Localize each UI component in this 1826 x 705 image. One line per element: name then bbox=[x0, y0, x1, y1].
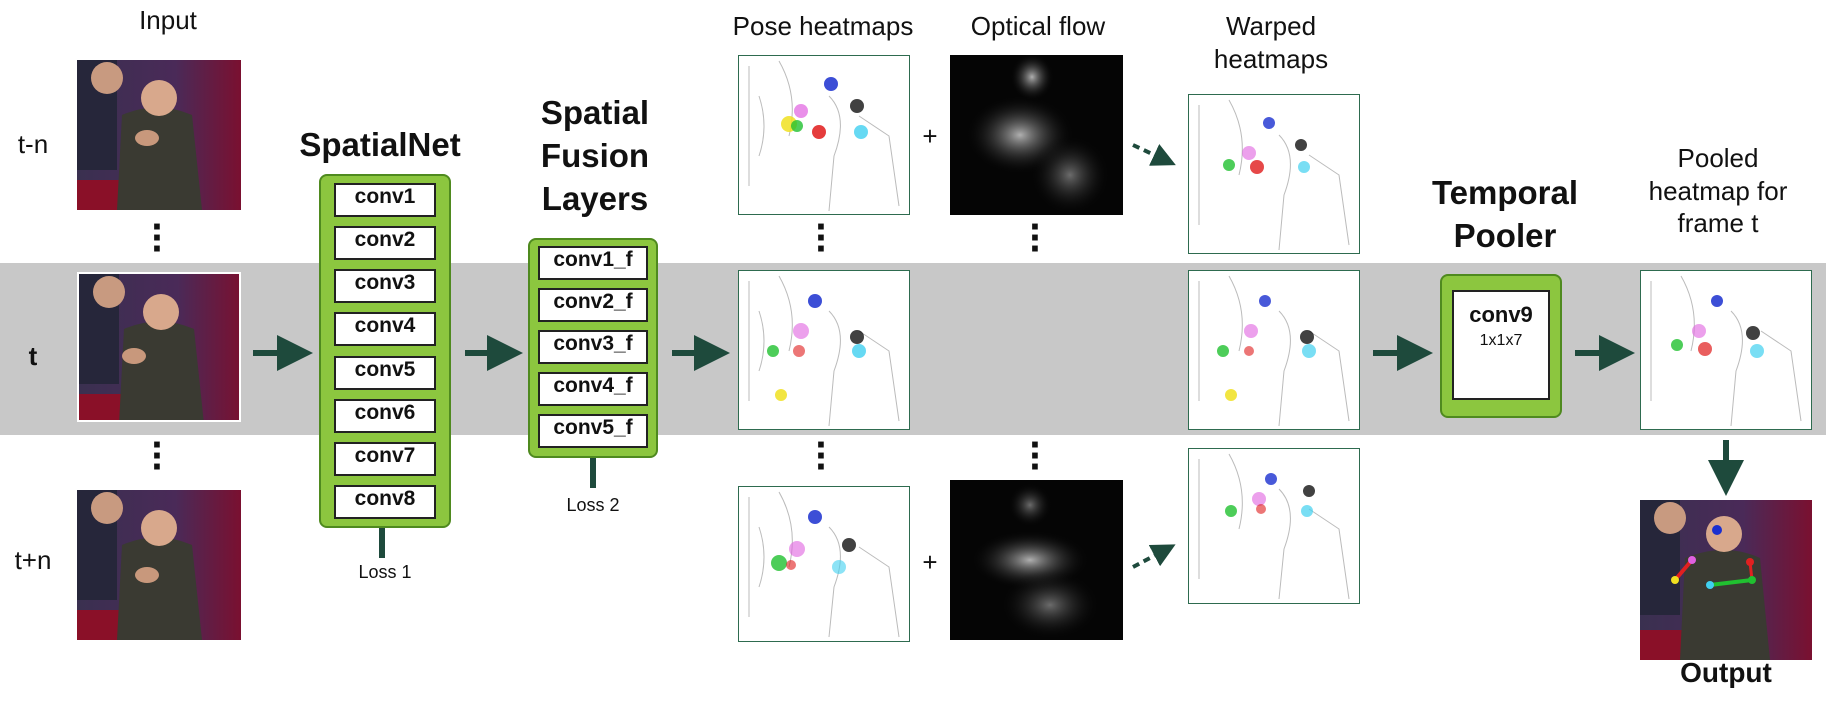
loss1-label: Loss 1 bbox=[358, 562, 412, 582]
optical-flow-t-minus-n bbox=[950, 55, 1123, 215]
spatialnet-layer: conv3 bbox=[334, 269, 436, 303]
input-frame-t-minus-n bbox=[77, 60, 241, 210]
output-label: Output bbox=[1680, 657, 1772, 688]
loss1-connector bbox=[379, 528, 385, 558]
pooled-heatmap bbox=[1640, 270, 1812, 430]
warped-heatmap-t bbox=[1188, 270, 1360, 430]
spatialnet-title: SpatialNet bbox=[299, 126, 461, 163]
plus-sign-bottom: + bbox=[922, 547, 938, 577]
fusion-block: conv1_f conv2_f conv3_f conv4_f conv5_f bbox=[528, 238, 658, 458]
fusion-layer: conv5_f bbox=[538, 414, 648, 448]
fusion-layer: conv1_f bbox=[538, 246, 648, 280]
loss2-label: Loss 2 bbox=[566, 495, 620, 515]
spatialnet-layer: conv7 bbox=[334, 442, 436, 476]
input-header: Input bbox=[139, 5, 197, 35]
temporal-pooler-title: Temporal Pooler bbox=[1431, 174, 1579, 254]
conv9-label: conv9 bbox=[1469, 302, 1533, 327]
spatialnet-layer: conv1 bbox=[334, 183, 436, 217]
pose-heatmap-t bbox=[738, 270, 910, 430]
row-label-t: t bbox=[28, 341, 38, 371]
optical-flow-t-plus-n bbox=[950, 480, 1123, 640]
row-label-t-plus-n: t+n bbox=[14, 545, 52, 575]
row-label-t-minus-n: t-n bbox=[17, 129, 49, 159]
conv9-box: conv9 1x1x7 bbox=[1452, 290, 1550, 400]
pooled-heatmap-header: Pooled heatmap for frame t bbox=[1648, 143, 1788, 238]
spatialnet-layer: conv5 bbox=[334, 356, 436, 390]
output-pose-image bbox=[1640, 500, 1812, 660]
fusion-title: Spatial Fusion Layers bbox=[540, 94, 650, 217]
warped-heatmap-t-plus-n bbox=[1188, 448, 1360, 604]
fusion-layer: conv3_f bbox=[538, 330, 648, 364]
spatialnet-block: conv1 conv2 conv3 conv4 conv5 conv6 conv… bbox=[319, 174, 451, 528]
warped-heatmaps-header: Warped heatmaps bbox=[1213, 11, 1329, 74]
temporal-pooler-block: conv9 1x1x7 bbox=[1440, 274, 1562, 418]
spatialnet-layer: conv4 bbox=[334, 312, 436, 346]
pose-heatmaps-header: Pose heatmaps bbox=[732, 11, 914, 41]
arrow-warp-bottom bbox=[1132, 544, 1176, 569]
arrow-warp-top bbox=[1132, 143, 1176, 166]
optical-flow-header: Optical flow bbox=[970, 11, 1106, 41]
input-frame-t-plus-n bbox=[77, 490, 241, 640]
spatialnet-layer: conv8 bbox=[334, 485, 436, 519]
fusion-layer: conv2_f bbox=[538, 288, 648, 322]
conv9-size: 1x1x7 bbox=[1479, 332, 1523, 349]
spatialnet-layer: conv6 bbox=[334, 399, 436, 433]
plus-sign-top: + bbox=[922, 121, 938, 151]
fusion-layer: conv4_f bbox=[538, 372, 648, 406]
warped-heatmap-t-minus-n bbox=[1188, 94, 1360, 254]
input-frame-t bbox=[77, 272, 241, 422]
spatialnet-layer: conv2 bbox=[334, 226, 436, 260]
loss2-connector bbox=[590, 458, 596, 488]
pose-heatmap-t-minus-n bbox=[738, 55, 910, 215]
pose-heatmap-t-plus-n bbox=[738, 486, 910, 642]
